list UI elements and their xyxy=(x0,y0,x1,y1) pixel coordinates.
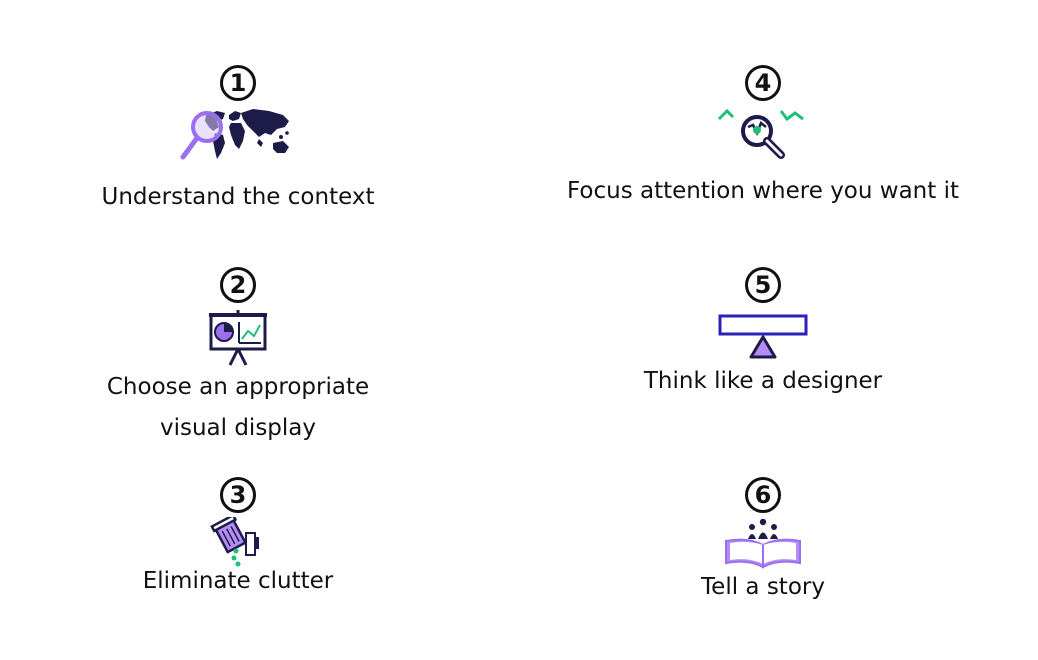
step-label-6: Tell a story xyxy=(701,574,825,600)
step-label-3: Eliminate clutter xyxy=(142,568,334,594)
step-1: 1 Understand the context xyxy=(28,65,448,218)
balance-seesaw-icon xyxy=(718,314,808,359)
step-4: 4 Focus attention where you want it xyxy=(553,65,973,212)
step-number-2: 2 xyxy=(220,267,256,303)
step-label-1: Understand the context xyxy=(101,184,375,210)
open-book-people-icon xyxy=(725,518,801,569)
step-number-4: 4 xyxy=(745,65,781,101)
magnifier-focus-line-icon xyxy=(717,108,804,159)
step-label-4: Focus attention where you want it xyxy=(567,178,959,204)
step-2: 2 Choose an appropriate visual display xyxy=(28,267,448,449)
trash-can-icon xyxy=(210,517,259,567)
step-number-5: 5 xyxy=(745,267,781,303)
step-number-6: 6 xyxy=(745,477,781,513)
step-number-3: 3 xyxy=(220,477,256,513)
presentation-board-chart-icon xyxy=(209,310,267,366)
step-number-1: 1 xyxy=(220,65,256,101)
step-label-5: Think like a designer xyxy=(643,368,883,394)
step-6: 6 Tell a story xyxy=(553,477,973,608)
magnifier-world-map-icon xyxy=(180,109,289,160)
step-5: 5 Think like a designer xyxy=(553,267,973,402)
step-label-2: Choose an appropriate visual display xyxy=(106,374,370,441)
step-3: 3 Eliminate clutter xyxy=(28,477,448,602)
